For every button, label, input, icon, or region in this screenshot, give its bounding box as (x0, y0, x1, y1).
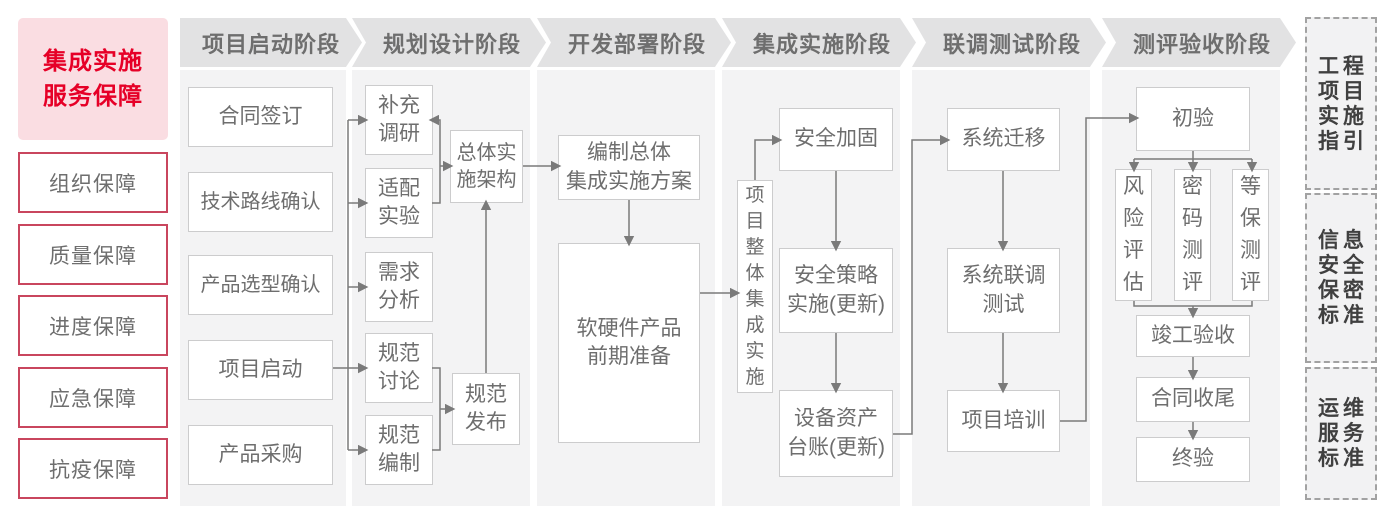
standard-line: 服务 (1318, 422, 1368, 445)
phase-header-planning-design: 规划设计阶段 (352, 18, 546, 67)
flow-box-product-procurement: 产品采购 (188, 425, 333, 485)
standard-line: 标准 (1318, 304, 1368, 327)
flow-box-system-migration: 系统迁移 (947, 108, 1060, 171)
flow-box-spec-discussion: 规范 讨论 (365, 333, 433, 403)
flow-box-overall-integration-plan: 编制总体 集成实施方案 (558, 135, 700, 200)
standard-line: 保密 (1318, 279, 1368, 302)
standard-line: 工程 (1318, 54, 1368, 78)
flow-box-requirement-analysis: 需求 分析 (365, 252, 433, 322)
flow-box-crypto-evaluation: 密码测评 (1174, 169, 1211, 301)
standard-box-engineering-project-guide: 工程 项目 实施 指引 (1305, 17, 1377, 190)
diagram-title-card: 集成实施 服务保障 (18, 18, 168, 140)
phase-header-evaluation-acceptance: 测评验收阶段 (1102, 18, 1296, 67)
phase-header-joint-testing: 联调测试阶段 (912, 18, 1106, 67)
flow-box-adaptation-experiment: 适配 实验 (365, 168, 433, 238)
flow-box-system-joint-testing: 系统联调 测试 (947, 248, 1060, 333)
flow-box-security-policy-implementation: 安全策略 实施(更新) (779, 248, 893, 333)
standard-box-info-security-confidentiality: 信息 安全 保密 标准 (1305, 193, 1377, 363)
sidebar-item-emergency-guarantee: 应急保障 (18, 367, 168, 428)
flow-box-project-overall-integration: 项目整体集成实施 (737, 180, 773, 393)
flow-box-final-acceptance: 终验 (1136, 437, 1250, 482)
flow-box-spec-drafting: 规范 编制 (365, 415, 433, 485)
flow-box-preliminary-acceptance: 初验 (1136, 87, 1250, 151)
sidebar-item-schedule-guarantee: 进度保障 (18, 295, 168, 356)
standard-line: 实施 (1318, 104, 1368, 128)
standard-line: 项目 (1318, 79, 1368, 103)
phase-header-project-kickoff: 项目启动阶段 (180, 18, 362, 67)
flow-box-risk-assessment: 风险评估 (1115, 169, 1152, 301)
phase-header-dev-deployment: 开发部署阶段 (537, 18, 731, 67)
flow-box-equipment-asset-ledger: 设备资产 台账(更新) (779, 390, 893, 477)
flow-box-spec-release: 规范 发布 (452, 373, 520, 445)
flow-box-contract-closure: 合同收尾 (1136, 377, 1250, 422)
flow-box-product-selection-confirmation: 产品选型确认 (188, 255, 333, 315)
flow-box-project-kickoff: 项目启动 (188, 340, 333, 400)
flow-box-tech-route-confirmation: 技术路线确认 (188, 172, 333, 232)
flow-box-classified-protection-evaluation: 等保测评 (1232, 169, 1269, 301)
phase-header-integration-implementation: 集成实施阶段 (722, 18, 916, 67)
standard-line: 指引 (1318, 129, 1368, 153)
standard-line: 安全 (1318, 254, 1368, 277)
sidebar-item-organization-guarantee: 组织保障 (18, 152, 168, 213)
flow-box-project-training: 项目培训 (947, 390, 1060, 452)
sidebar-item-anti-epidemic-guarantee: 抗疫保障 (18, 438, 168, 499)
flow-box-hw-sw-product-preparation: 软硬件产品 前期准备 (558, 243, 700, 443)
flow-box-security-hardening: 安全加固 (779, 108, 893, 171)
flow-box-completion-acceptance: 竣工验收 (1136, 315, 1250, 357)
flow-box-contract-signing: 合同签订 (188, 87, 333, 147)
standard-line: 运维 (1318, 397, 1368, 420)
sidebar-item-quality-guarantee: 质量保障 (18, 224, 168, 285)
flow-box-supplementary-research: 补充 调研 (365, 85, 433, 155)
standard-box-om-service: 运维 服务 标准 (1305, 367, 1377, 500)
standard-line: 标准 (1318, 447, 1368, 470)
standard-line: 信息 (1318, 229, 1368, 252)
flow-box-overall-implementation-architecture: 总体实 施架构 (450, 130, 523, 203)
